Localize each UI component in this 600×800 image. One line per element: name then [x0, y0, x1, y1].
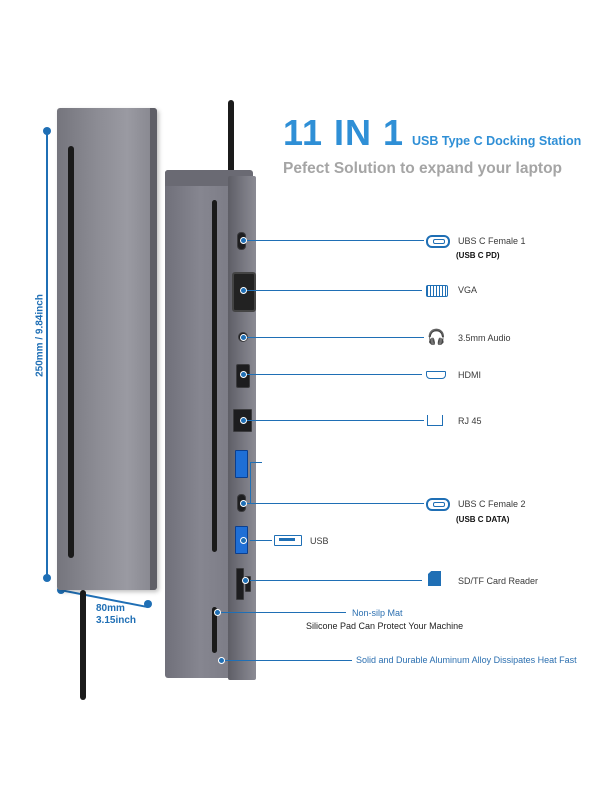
vga-label: VGA [458, 285, 478, 295]
connector-dot [214, 609, 221, 616]
connector-dot [242, 577, 249, 584]
hdmi-label: HDMI [458, 370, 481, 380]
connector-dot [218, 657, 225, 664]
connector-rj45 [244, 420, 424, 421]
connector-hdmi [244, 374, 422, 375]
dimension-tick-top [43, 127, 51, 135]
usb-c-2-sublabel: (USB C DATA) [456, 515, 510, 524]
width-mm: 80mm [96, 603, 125, 614]
usb-icon-bar [279, 538, 295, 541]
connector-alloy [222, 660, 352, 661]
connector-sd [250, 580, 422, 581]
usb-c-2-label: UBS C Female 2 [458, 499, 526, 509]
non-slip-mat-strip-lower [212, 607, 217, 653]
alloy-description: Solid and Durable Aluminum Alloy Dissipa… [356, 655, 577, 665]
usb-label: USB [310, 536, 329, 546]
usb-c-icon [426, 498, 450, 511]
connector-usbc2 [244, 503, 424, 504]
non-slip-mat-description: Silicone Pad Can Protect Your Machine [306, 621, 464, 631]
connector-usbc1 [244, 240, 424, 241]
usb-c-cable-top [228, 100, 234, 178]
connector-dot [240, 371, 247, 378]
connector-dot [240, 334, 247, 341]
width-inch: 3.15inch [96, 615, 137, 626]
dock-front-body [165, 170, 235, 678]
usb-icon [274, 535, 302, 546]
height-dimension-line [46, 130, 48, 578]
connector-dot [240, 237, 247, 244]
connector-audio [244, 337, 424, 338]
connector-dot [240, 500, 247, 507]
sd-card-icon [428, 571, 441, 586]
vga-icon [426, 285, 448, 297]
usb-c-icon [426, 235, 450, 248]
connector-dot [240, 417, 247, 424]
headphones-icon: 🎧 [427, 329, 446, 346]
dimension-tick-left [57, 586, 65, 594]
connector-usbc2-vertical [250, 462, 251, 504]
connector-dot [240, 287, 247, 294]
connector-vga [244, 290, 422, 291]
dimension-tick-right [144, 600, 152, 608]
usb-c-1-label: UBS C Female 1 [458, 236, 526, 246]
usb-c-icon-inner [433, 502, 445, 507]
audio-label: 3.5mm Audio [458, 333, 511, 343]
tagline: Pefect Solution to expand your laptop [283, 160, 563, 177]
sd-label: SD/TF Card Reader [458, 576, 539, 586]
connector-dot [240, 537, 247, 544]
dock-back-edge [150, 108, 157, 590]
product-subtitle-small: USB Type C Docking Station [412, 134, 582, 148]
tf-card-slot [245, 576, 251, 592]
rj45-icon [427, 415, 443, 426]
non-slip-mat-title: Non-silp Mat [352, 608, 403, 618]
dimension-tick-bottom [43, 574, 51, 582]
hdmi-icon [426, 371, 446, 379]
non-slip-mat-strip-back [68, 146, 74, 558]
vga-port [232, 272, 256, 312]
connector-mat [218, 612, 346, 613]
product-title: 11 IN 1 [283, 112, 405, 153]
connector-usb [250, 540, 272, 541]
width-dimension-label: 80mm 3.15inch [96, 603, 136, 627]
connector-usb-a-upper [250, 462, 262, 463]
usb-a-port-1 [235, 450, 248, 478]
usb-c-1-sublabel: (USB C PD) [456, 251, 500, 260]
rj45-label: RJ 45 [458, 416, 482, 426]
height-dimension-label: 250mm / 9.84inch [34, 294, 46, 377]
usb-c-cable-bottom [80, 590, 86, 700]
sd-card-slot [236, 568, 244, 600]
usb-c-icon-inner [433, 239, 445, 244]
non-slip-mat-strip [212, 200, 217, 552]
